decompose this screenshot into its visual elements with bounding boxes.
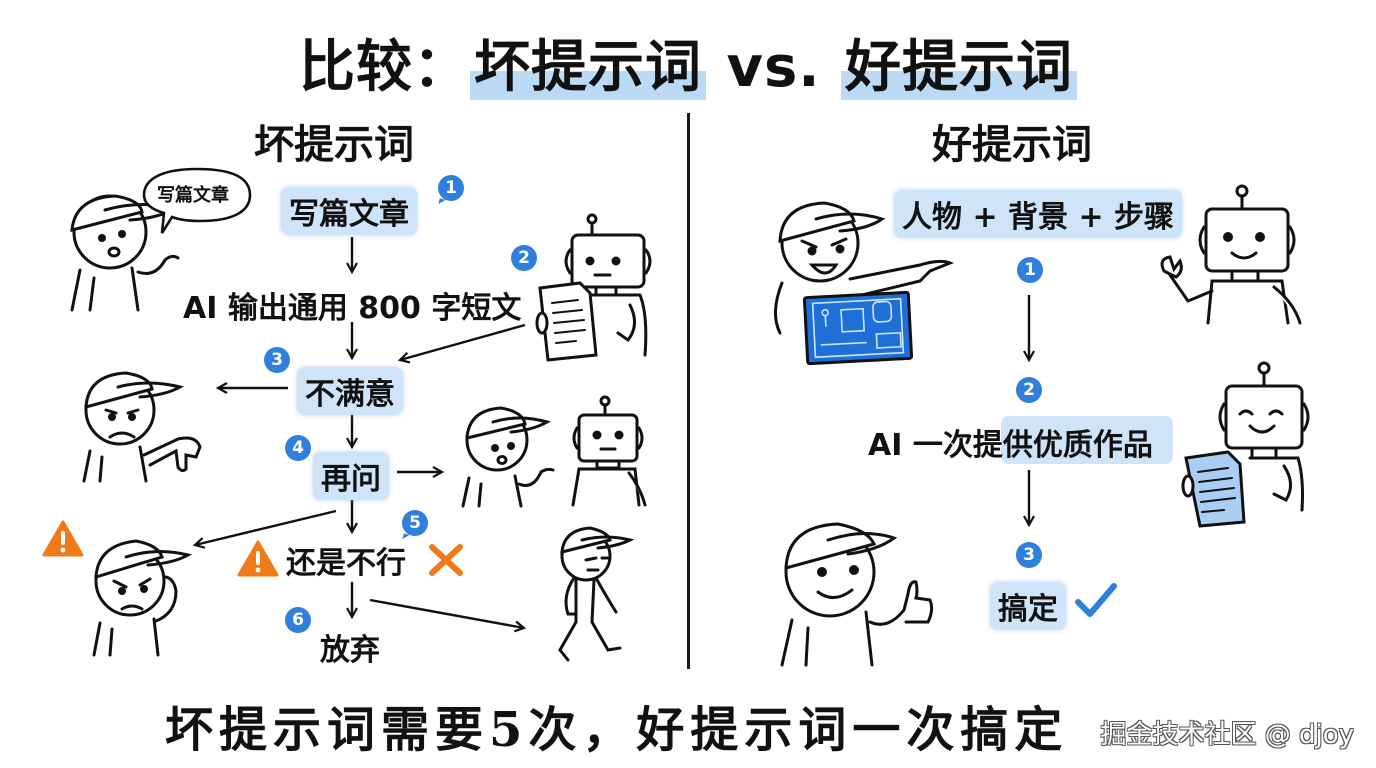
good-section-heading: 好提示词 — [932, 122, 1092, 168]
person-confused-icon — [461, 406, 555, 508]
good-step-2-label: AI 一次提供优质作品 — [868, 428, 1153, 463]
page-title: 比较：坏提示词 vs. 好提示词 — [0, 22, 1376, 103]
good-step-3-badge: 3 — [1016, 542, 1042, 568]
bad-step-2-label: AI 输出通用 800 字短文 — [183, 291, 522, 326]
speech-bubble-icon — [142, 167, 252, 234]
person-pointing-with-blueprint-icon — [774, 201, 955, 366]
title-good: 好提示词 — [841, 35, 1078, 100]
bad-step-2-badge: 2 — [511, 245, 537, 271]
checkmark-icon — [1075, 583, 1117, 617]
person-thumbs-down-icon — [82, 371, 202, 483]
bad-step-5-badge: 5 — [402, 510, 428, 536]
cross-icon — [429, 544, 463, 576]
person-frustrated-icon — [92, 539, 192, 657]
robot-happy-with-document-icon — [1181, 361, 1310, 528]
warning-icon — [237, 540, 279, 577]
bad-step-1-badge: 1 — [438, 175, 464, 201]
bad-step-5-label: 还是不行 — [286, 546, 406, 581]
robot-with-document-icon — [535, 213, 652, 362]
conclusion-text: 坏提示词需要5次，好提示词一次搞定 — [165, 702, 1069, 758]
bad-step-6-label: 放弃 — [320, 633, 380, 668]
watermark: 掘金技术社区 @ djoy — [1100, 720, 1354, 750]
bad-step-4-badge: 4 — [285, 435, 311, 461]
good-step-2-highlight — [1001, 416, 1173, 464]
good-prompt-box: 人物 + 背景 + 步骤 — [894, 190, 1183, 238]
speech-bubble-text: 写篇文章 — [157, 185, 229, 206]
person-walking-away-icon — [558, 526, 635, 662]
bad-step-3-label: 不满意 — [297, 367, 403, 415]
title-prefix: 比较： — [298, 35, 470, 100]
person-asking-icon — [70, 194, 180, 312]
bad-section-heading: 坏提示词 — [254, 122, 414, 168]
center-divider — [687, 113, 690, 669]
person-thumbs-up-icon — [780, 522, 934, 667]
bad-step-1-label: 写篇文章 — [281, 187, 417, 235]
good-step-3-label: 搞定 — [990, 582, 1066, 630]
bad-step-3-badge: 3 — [264, 347, 290, 373]
robot-neutral-icon — [571, 395, 647, 507]
good-step-1-badge: 1 — [1017, 257, 1043, 283]
robot-waving-icon — [1160, 184, 1302, 325]
bad-step-6-badge: 6 — [285, 607, 311, 633]
bad-step-4-label: 再问 — [313, 452, 389, 500]
title-bad: 坏提示词 — [469, 35, 706, 100]
title-vs: vs. — [726, 35, 821, 100]
good-step-2-badge: 2 — [1016, 377, 1042, 403]
warning-icon-left — [42, 520, 84, 557]
